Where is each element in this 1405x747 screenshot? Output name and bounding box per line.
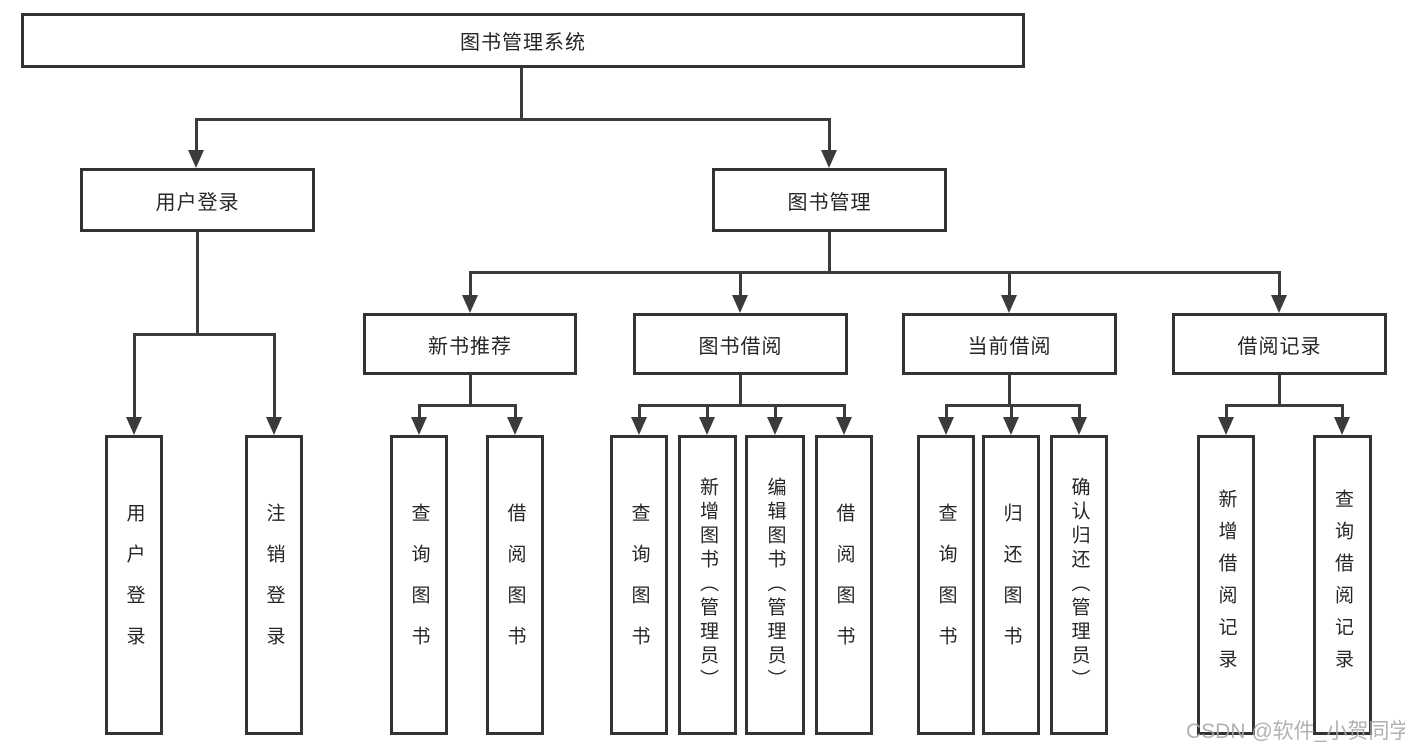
connector-line [133, 333, 275, 336]
arrowhead [821, 150, 837, 168]
node-book-borrow: 图书借阅 [633, 313, 848, 375]
arrowhead [1334, 417, 1350, 435]
node-user-login: 用户登录 [80, 168, 315, 232]
node-borrow-records-label: 借阅记录 [1237, 335, 1322, 358]
leaf-add-borrow-record-label: 新增借阅记录 [1215, 489, 1237, 681]
leaf-query-books-2-label: 查询图书 [628, 503, 650, 667]
connector-line [1078, 404, 1081, 419]
connector-line [1010, 404, 1013, 419]
connector-line [195, 118, 831, 121]
arrowhead [631, 417, 647, 435]
connector-line [739, 375, 742, 406]
leaf-add-borrow-record: 新增借阅记录 [1197, 435, 1255, 735]
arrowhead [1001, 295, 1017, 313]
connector-line [1341, 404, 1344, 419]
connector-line [520, 68, 523, 120]
leaf-edit-books-admin-label: 编辑图书（管理员） [764, 477, 786, 693]
connector-line [195, 118, 198, 152]
leaf-query-books-1: 查询图书 [390, 435, 448, 735]
connector-line [739, 271, 742, 297]
node-book-borrow-label: 图书借阅 [698, 335, 783, 358]
arrowhead [266, 417, 282, 435]
leaf-query-books-3: 查询图书 [917, 435, 975, 735]
leaf-query-books-2: 查询图书 [610, 435, 668, 735]
connector-line [1225, 404, 1343, 407]
connector-line [418, 404, 421, 419]
leaf-edit-books-admin: 编辑图书（管理员） [745, 435, 805, 735]
arrowhead [1003, 417, 1019, 435]
connector-line [828, 232, 831, 273]
arrowhead [462, 295, 478, 313]
node-current-borrow-label: 当前借阅 [967, 335, 1052, 358]
connector-line [469, 271, 472, 297]
node-current-borrow: 当前借阅 [902, 313, 1117, 375]
node-new-book-recommend: 新书推荐 [363, 313, 577, 375]
connector-line [469, 271, 1281, 274]
leaf-borrow-books-2: 借阅图书 [815, 435, 873, 735]
connector-line [638, 404, 846, 407]
leaf-borrow-books-1: 借阅图书 [486, 435, 544, 735]
connector-line [945, 404, 948, 419]
leaf-query-books-1-label: 查询图书 [408, 503, 430, 667]
connector-line [638, 404, 641, 419]
arrowhead [767, 417, 783, 435]
connector-line [1008, 271, 1011, 297]
connector-line [133, 333, 136, 418]
connector-line [1278, 375, 1281, 406]
connector-line [1008, 375, 1011, 406]
arrowhead [1071, 417, 1087, 435]
arrowhead [732, 295, 748, 313]
connector-line [774, 404, 777, 419]
leaf-query-borrow-record-label: 查询借阅记录 [1332, 489, 1353, 681]
node-book-management: 图书管理 [712, 168, 947, 232]
node-root-label: 图书管理系统 [460, 32, 586, 54]
connector-line [418, 404, 517, 407]
csdn-watermark: CSDN @软件_小贺同学 [1186, 720, 1405, 743]
leaf-return-books-label: 归还图书 [1000, 503, 1022, 667]
connector-line [706, 404, 709, 419]
connector-line [1225, 404, 1228, 419]
arrowhead [507, 417, 523, 435]
leaf-user-login-label: 用户登录 [123, 503, 145, 667]
node-book-management-label: 图书管理 [787, 191, 872, 214]
connector-line [828, 118, 831, 152]
leaf-logout-label: 注销登录 [263, 503, 285, 667]
leaf-confirm-return-admin-label: 确认归还（管理员） [1068, 477, 1090, 693]
leaf-logout: 注销登录 [245, 435, 303, 735]
arrowhead [938, 417, 954, 435]
connector-line [1278, 271, 1281, 297]
leaf-confirm-return-admin: 确认归还（管理员） [1050, 435, 1108, 735]
arrowhead [1271, 295, 1287, 313]
leaf-borrow-books-2-label: 借阅图书 [833, 503, 855, 667]
arrowhead [411, 417, 427, 435]
connector-line [514, 404, 517, 419]
leaf-add-books-admin-label: 新增图书（管理员） [697, 477, 718, 693]
leaf-add-books-admin: 新增图书（管理员） [678, 435, 737, 735]
leaf-query-borrow-record: 查询借阅记录 [1313, 435, 1372, 735]
connector-line [843, 404, 846, 419]
node-borrow-records: 借阅记录 [1172, 313, 1387, 375]
connector-line [273, 333, 276, 418]
connector-line [196, 232, 199, 335]
leaf-query-books-3-label: 查询图书 [935, 503, 957, 667]
node-new-book-recommend-label: 新书推荐 [428, 335, 512, 358]
arrowhead [1218, 417, 1234, 435]
node-user-login-label: 用户登录 [155, 191, 240, 214]
arrowhead [188, 150, 204, 168]
arrowhead [699, 417, 715, 435]
leaf-user-login: 用户登录 [105, 435, 163, 735]
arrowhead [126, 417, 142, 435]
arrowhead [836, 417, 852, 435]
connector-line [469, 375, 472, 406]
leaf-borrow-books-1-label: 借阅图书 [504, 503, 526, 667]
node-root: 图书管理系统 [21, 13, 1025, 68]
leaf-return-books: 归还图书 [982, 435, 1040, 735]
